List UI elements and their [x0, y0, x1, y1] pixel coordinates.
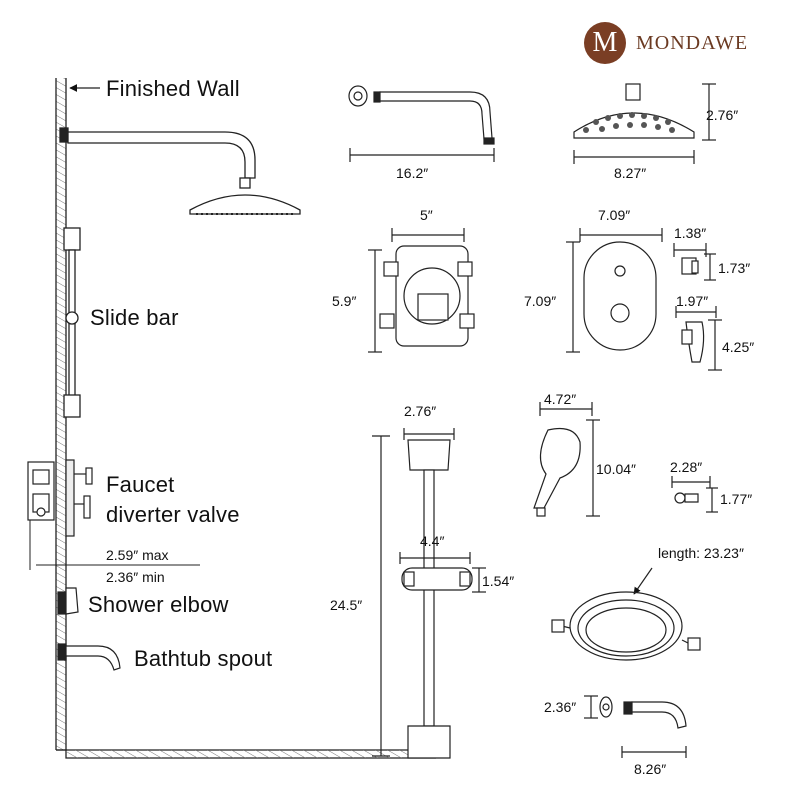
shower-arm-drawing [348, 85, 495, 162]
slide-bar-drawing [372, 428, 486, 759]
wall-shower-arm [59, 127, 301, 215]
label-slide-bar: Slide bar [90, 305, 179, 330]
hand-shower-drawing [533, 402, 718, 517]
label-finished-wall: Finished Wall [106, 76, 240, 101]
rain-head-drawing [573, 83, 716, 164]
dim-plate-height: 7.09″ [524, 293, 557, 309]
hose-drawing [551, 567, 701, 661]
dim-knob-small-height: 1.73″ [718, 260, 751, 276]
brand-logo: M [584, 22, 626, 64]
dim-plate-width: 7.09″ [598, 207, 631, 223]
label-shower-elbow: Shower elbow [88, 592, 229, 617]
dim-knob-small-width: 1.38″ [674, 225, 707, 241]
trim-plate-drawing [566, 228, 722, 371]
flange-spout-drawing [584, 695, 687, 758]
label-bathtub-spout: Bathtub spout [134, 646, 273, 671]
dim-flange-size: 2.36″ [544, 699, 577, 715]
dim-hand-height: 10.04″ [596, 461, 636, 477]
wall-diverter-valve [27, 459, 93, 537]
label-faucet: Faucet [106, 472, 175, 497]
dim-valve-width: 5″ [420, 207, 433, 223]
dim-wall-max: 2.59″ max [106, 547, 169, 563]
dim-head-height: 2.76″ [706, 107, 739, 123]
wall-shower-elbow [57, 587, 79, 615]
dim-wall-min: 2.36″ min [106, 569, 165, 585]
dim-valve-height: 5.9″ [332, 293, 357, 309]
dim-bar-height: 24.5″ [330, 597, 363, 613]
valve-body-drawing [368, 228, 475, 353]
dim-head-width: 8.27″ [614, 165, 647, 181]
dim-spout-length: 8.26″ [634, 761, 667, 777]
wall-slide-bar [63, 227, 81, 418]
dim-holder-width: 2.76″ [404, 403, 437, 419]
dim-outlet-width: 2.28″ [670, 459, 703, 475]
wall-depth-dimension [29, 520, 200, 570]
brand-name: MONDAWE [636, 32, 749, 54]
dim-hose-length: length: 23.23″ [658, 545, 744, 561]
dim-knob-big-width: 1.97″ [676, 293, 709, 309]
wall-bathtub-spout [57, 643, 121, 671]
dim-slider-height: 1.54″ [482, 573, 515, 589]
dim-arm-length: 16.2″ [396, 165, 429, 181]
dim-slider-width: 4.4″ [420, 533, 445, 549]
dim-knob-big-height: 4.25″ [722, 339, 755, 355]
dim-hand-width: 4.72″ [544, 391, 577, 407]
dim-outlet-height: 1.77″ [720, 491, 753, 507]
label-diverter-valve: diverter valve [106, 502, 240, 527]
